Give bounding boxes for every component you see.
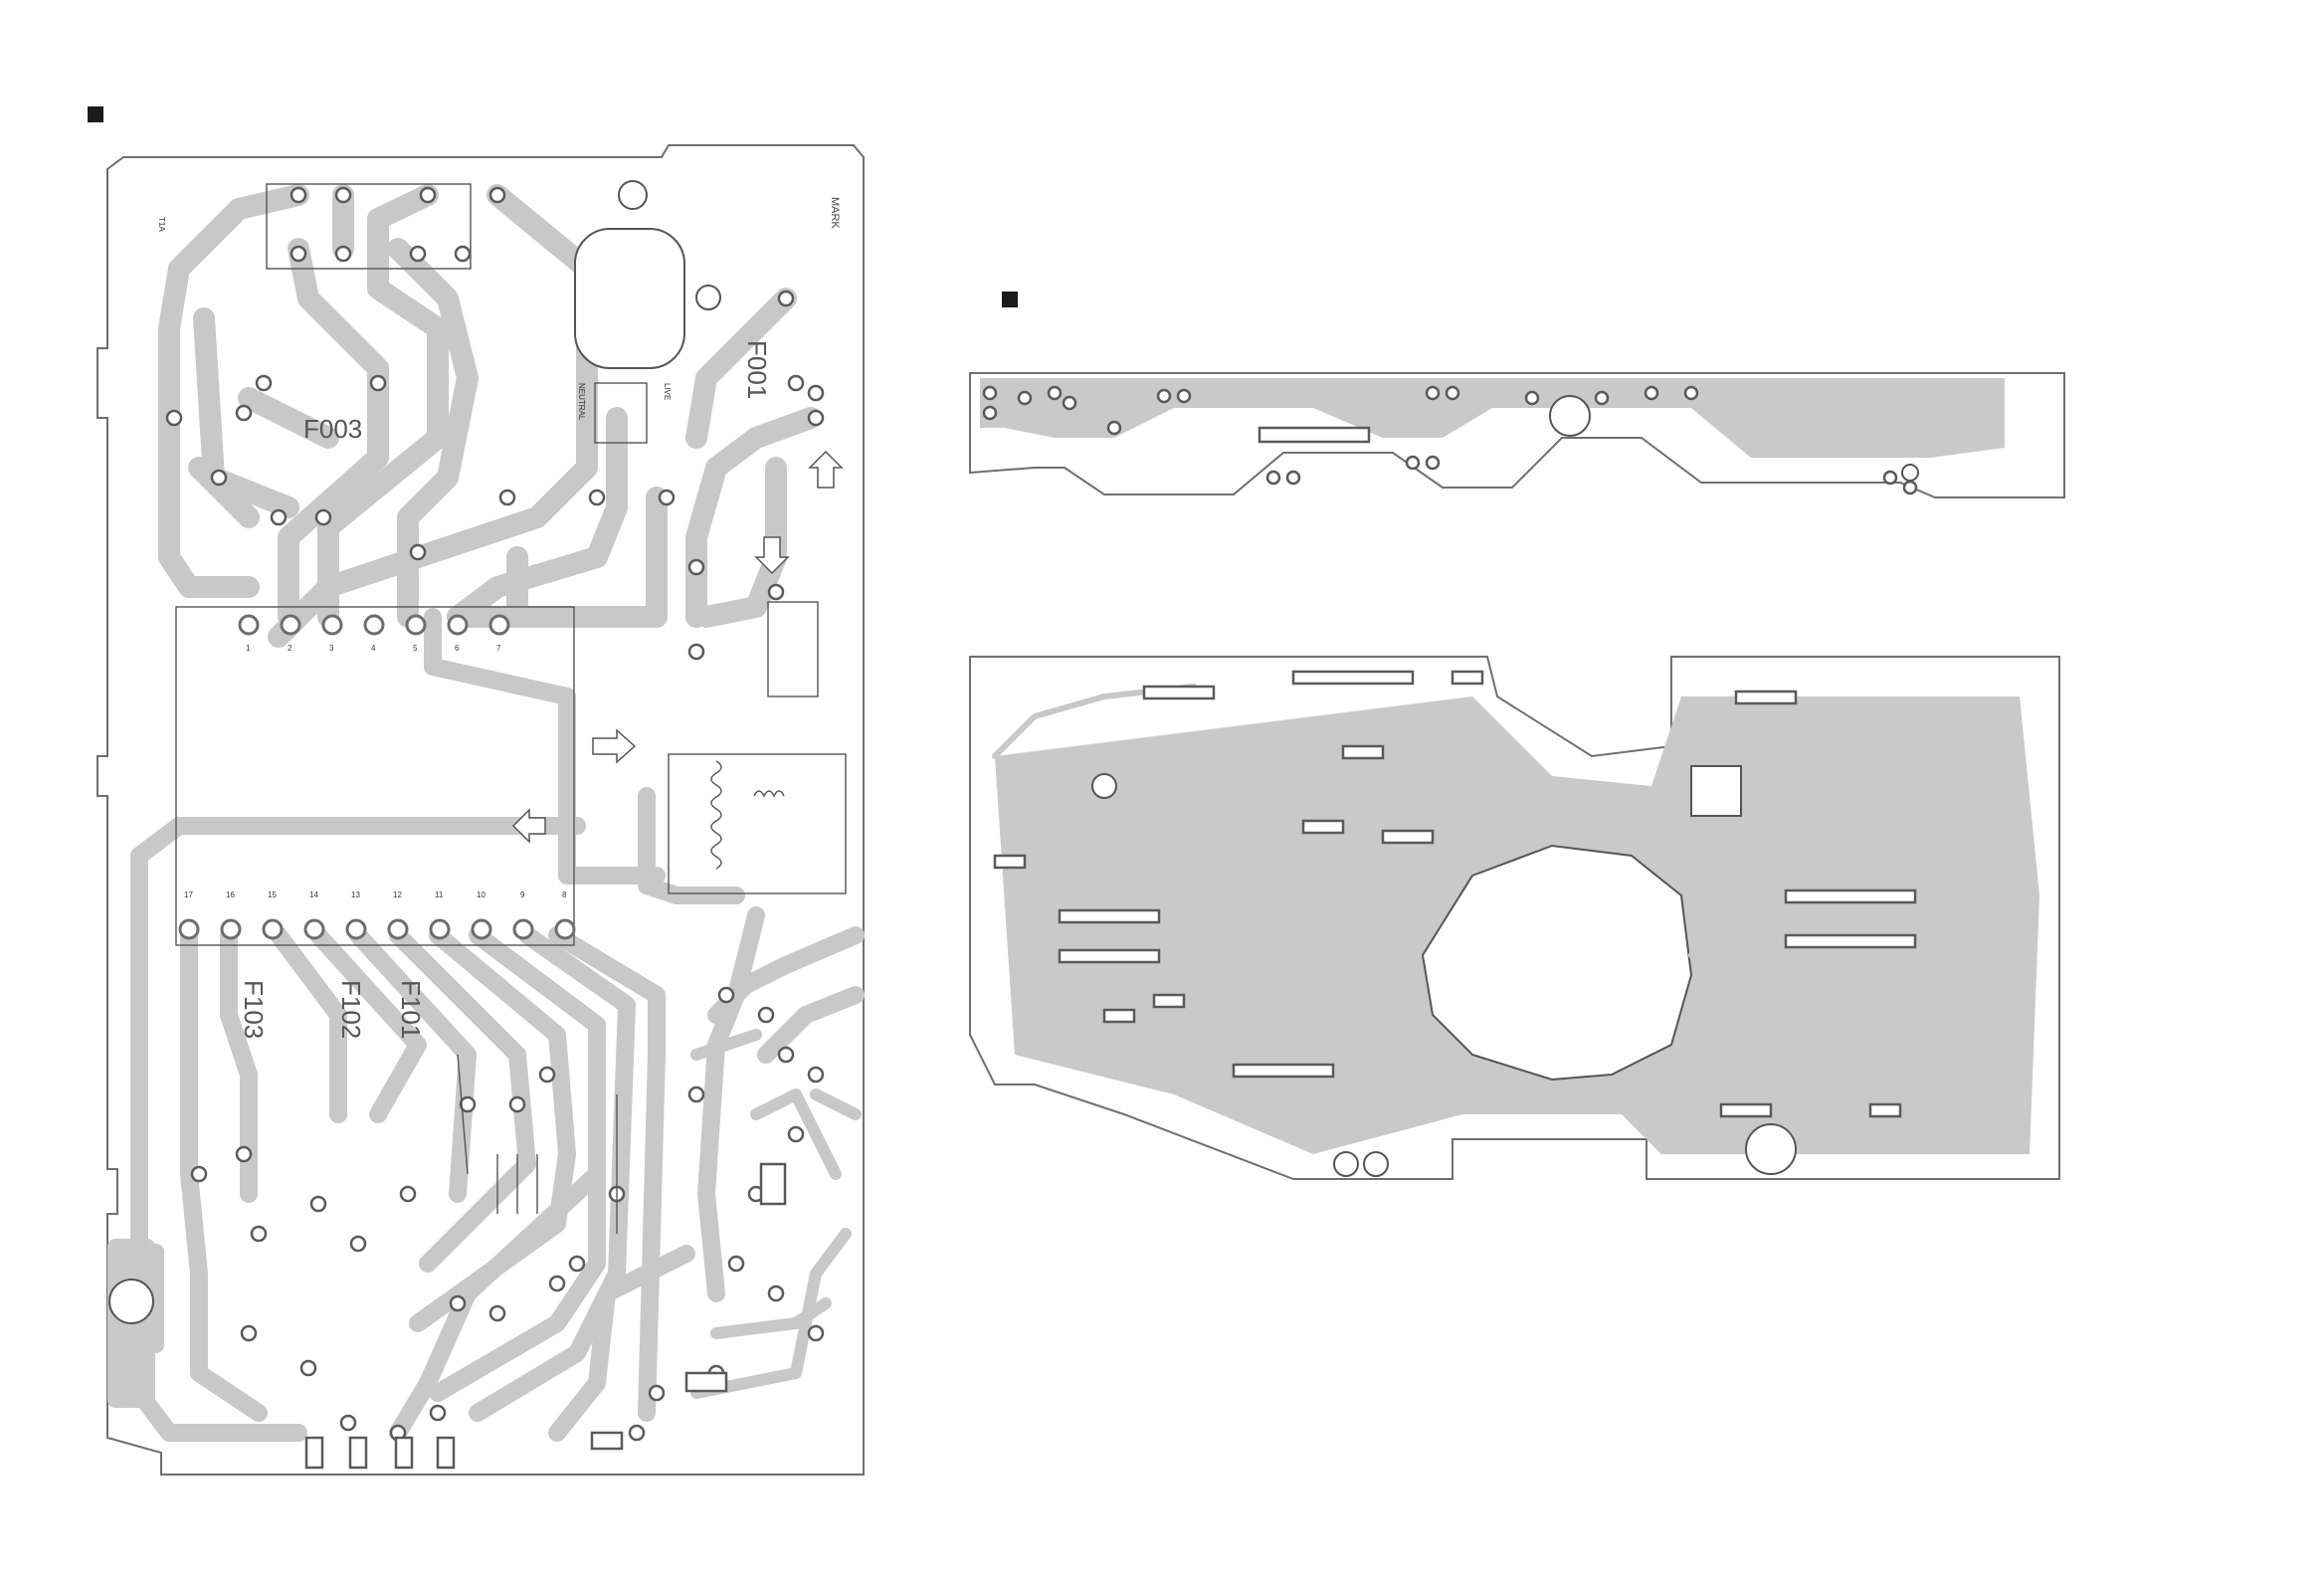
fuse-label-f101: F101	[396, 980, 426, 1039]
silk-neutral: NEUTRAL	[577, 383, 586, 421]
bottom-pin-label-17: 17	[184, 890, 193, 899]
bottom-pin-label-14: 14	[309, 890, 318, 899]
bottom-pin-label-12: 12	[393, 890, 402, 899]
fuse-label-f102: F102	[336, 980, 366, 1039]
bottom-pin-label-8: 8	[562, 890, 567, 899]
top-pin-label-7: 7	[496, 644, 501, 653]
silk-live: LIVE	[663, 383, 672, 400]
board-logo: MARK	[829, 197, 841, 229]
left-pcb-board: F003 F001 F103 F102 F101 1 2 3 4 5 6 7 1…	[97, 145, 864, 1475]
corner-mark: T1A	[157, 217, 166, 232]
bottom-pin-label-10: 10	[477, 890, 485, 899]
top-pin-label-6: 6	[455, 644, 460, 653]
bottom-pin-label-9: 9	[520, 890, 525, 899]
top-pin-label-2: 2	[288, 644, 292, 653]
bottom-pin-label-16: 16	[226, 890, 235, 899]
top-pin-label-1: 1	[246, 644, 251, 653]
bottom-pin-label-13: 13	[351, 890, 360, 899]
top-pin-label-3: 3	[329, 644, 334, 653]
right-main-board	[970, 657, 2059, 1179]
fuse-label-f001: F001	[742, 340, 772, 399]
right-top-strip-board	[970, 373, 2064, 497]
bottom-pin-label-15: 15	[268, 890, 277, 899]
fuse-label-f103: F103	[239, 980, 269, 1039]
top-pin-label-4: 4	[371, 644, 376, 653]
fuse-label-f003: F003	[303, 414, 362, 444]
top-pin-label-5: 5	[413, 644, 418, 653]
bottom-pin-label-11: 11	[435, 890, 444, 899]
